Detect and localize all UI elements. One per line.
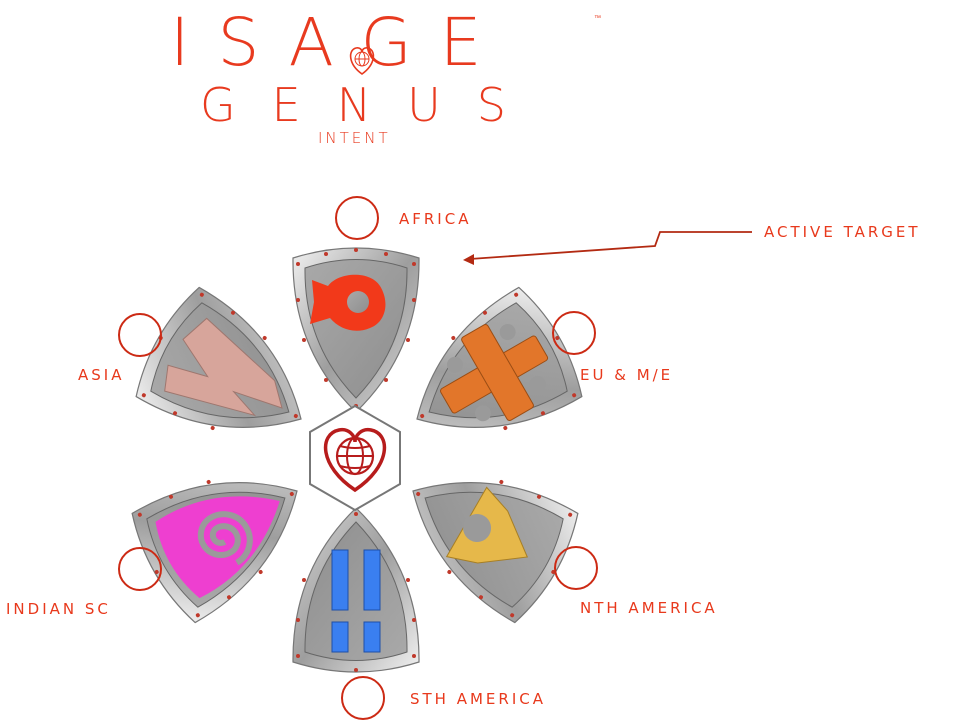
active-target-arrow: [470, 232, 752, 259]
select-circle-asia[interactable]: [118, 313, 162, 357]
label-sth-america: STH AMERICA: [410, 690, 546, 708]
label-nth-america: NTH AMERICA: [580, 599, 718, 617]
select-circle-sth-america[interactable]: [341, 676, 385, 720]
shield-eu-me[interactable]: [385, 282, 590, 473]
shield-nth-america[interactable]: [381, 436, 586, 627]
select-circle-eu-me[interactable]: [552, 311, 596, 355]
select-circle-indian-sc[interactable]: [118, 547, 162, 591]
shield-africa[interactable]: [293, 248, 419, 412]
shield-sth-america[interactable]: [293, 508, 419, 672]
label-eu-me: EU & M/E: [580, 366, 673, 384]
label-africa: AFRICA: [399, 210, 471, 228]
center-hexagon[interactable]: [310, 406, 400, 510]
shield-indian-sc[interactable]: [123, 436, 328, 627]
active-target-label: ACTIVE TARGET: [764, 223, 921, 241]
select-circle-nth-america[interactable]: [554, 546, 598, 590]
label-asia: ASIA: [78, 366, 124, 384]
label-indian-sc: INDIAN SC: [6, 600, 111, 618]
select-circle-africa[interactable]: [335, 196, 379, 240]
arrow-head: [463, 254, 474, 265]
